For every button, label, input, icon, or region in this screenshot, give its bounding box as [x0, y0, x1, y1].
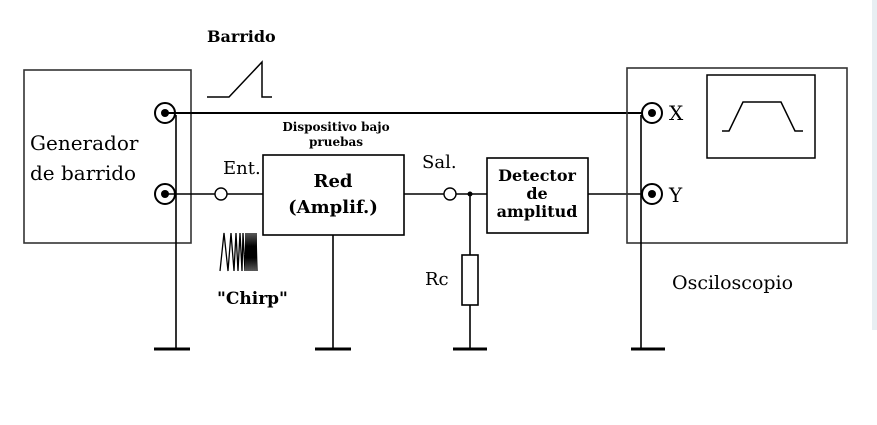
detector-box — [486, 157, 589, 234]
generator-label-line2: de barrido — [30, 161, 136, 185]
oscilloscope-screen — [706, 74, 816, 159]
network-label-line2: (Amplif.) — [288, 197, 378, 218]
y-input-label: Y — [668, 183, 683, 207]
chirp-waveform-icon — [219, 232, 258, 272]
output-label: Sal. — [422, 152, 457, 173]
sweep-label: Barrido — [207, 27, 276, 46]
output-terminal — [443, 187, 457, 201]
page-edge — [872, 0, 877, 330]
input-label: Ent. — [223, 158, 261, 179]
generator-label-line1: Generador — [30, 131, 139, 155]
network-box — [262, 154, 405, 236]
sweep-generator-box — [23, 69, 192, 244]
load-resistor — [461, 254, 479, 306]
input-terminal — [214, 187, 228, 201]
detector-label-line3: amplitud — [497, 202, 578, 221]
x-input-label: X — [669, 101, 684, 125]
chirp-label: "Chirp" — [217, 289, 288, 309]
oscilloscope-box — [626, 67, 848, 244]
sweep-ramp-icon — [207, 60, 272, 98]
detector-label-line1: Detector — [498, 166, 576, 185]
dut-caption-line2: pruebas — [309, 135, 363, 149]
detector-label-line2: de — [526, 184, 547, 203]
oscilloscope-x-connector — [641, 102, 663, 124]
frequency-response-trace — [722, 101, 803, 132]
dut-caption-line1: Dispositivo bajo — [282, 120, 389, 134]
oscilloscope-y-connector — [641, 183, 663, 205]
network-label-line1: Red — [314, 171, 353, 192]
load-label: Rc — [425, 269, 449, 290]
oscilloscope-label: Osciloscopio — [672, 272, 793, 294]
